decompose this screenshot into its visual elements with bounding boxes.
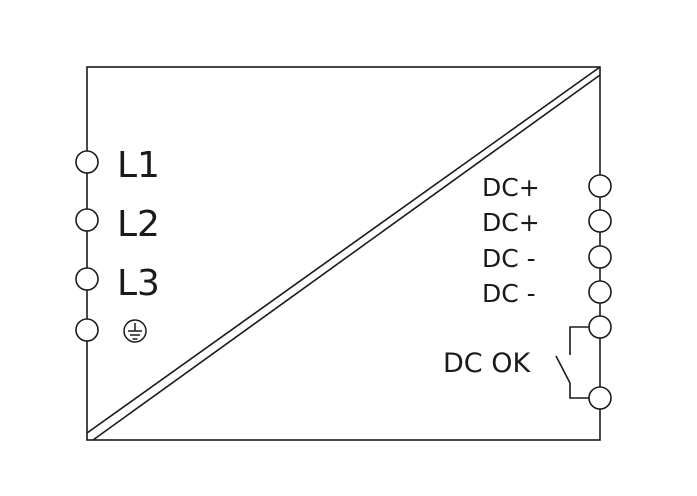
relay-contact-symbol <box>569 326 589 355</box>
protective-earth-icon <box>123 319 147 343</box>
terminal-circle <box>588 386 612 410</box>
terminal-circle <box>588 315 612 339</box>
input-terminal-l2: L2 <box>75 204 160 245</box>
converter-diagonal <box>86 66 601 441</box>
terminal-circle <box>75 267 99 291</box>
output-terminal-dc-plus-1: DC+ <box>482 173 612 202</box>
relay-contact-label: DC OK <box>443 348 531 379</box>
terminal-label-dc-minus: DC - <box>482 244 536 273</box>
input-terminal-l1: L1 <box>75 145 160 186</box>
relay-contact-switch <box>555 355 571 384</box>
terminal-label-dc-plus: DC+ <box>482 173 540 202</box>
terminal-circle <box>75 208 99 232</box>
terminal-circle <box>588 174 612 198</box>
terminal-circle <box>588 245 612 269</box>
relay-contact-lead <box>569 383 589 399</box>
output-terminal-dc-minus-1: DC - <box>482 244 612 273</box>
terminal-label-l2: L2 <box>117 204 160 245</box>
terminal-label-dc-minus: DC - <box>482 279 536 308</box>
terminal-label-dc-plus: DC+ <box>482 208 540 237</box>
terminal-circle <box>588 209 612 233</box>
input-terminal-l3: L3 <box>75 263 160 304</box>
dc-ok-relay-contact: DC OK <box>443 315 612 410</box>
terminal-circle <box>75 150 99 174</box>
terminal-label-l3: L3 <box>117 263 160 304</box>
output-terminal-dc-minus-2: DC - <box>482 279 612 308</box>
terminal-circle <box>588 280 612 304</box>
output-terminal-dc-plus-2: DC+ <box>482 208 612 237</box>
terminal-circle <box>75 318 99 342</box>
input-terminal-pe <box>75 318 147 343</box>
terminal-label-l1: L1 <box>117 145 160 186</box>
